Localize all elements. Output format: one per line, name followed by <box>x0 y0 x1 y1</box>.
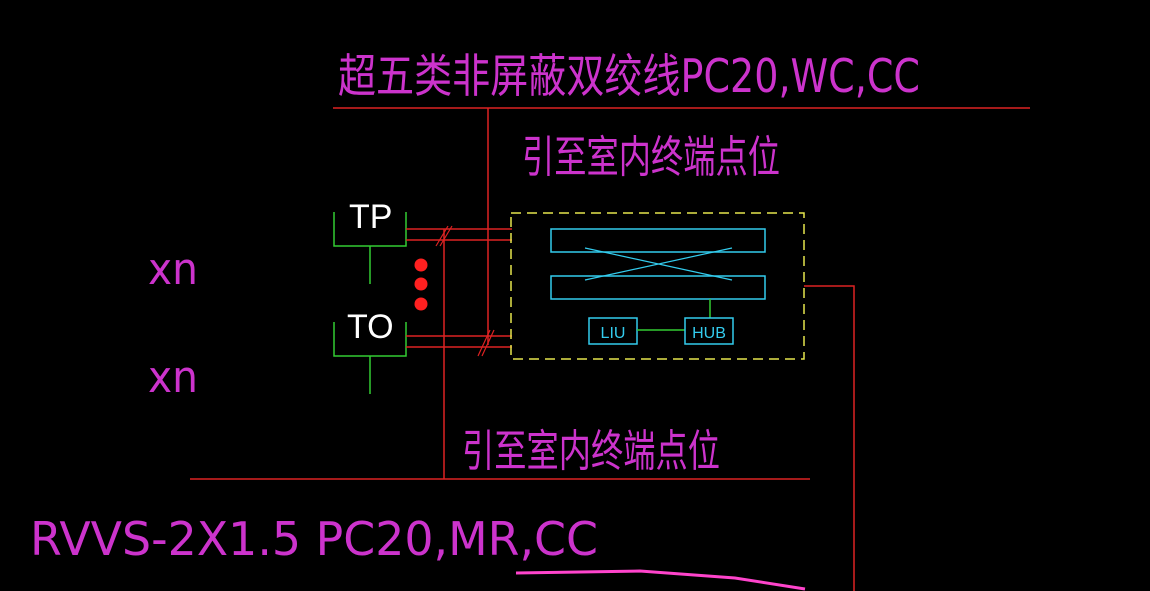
hub-box <box>684 317 734 345</box>
distribution-cabinet-outline <box>510 212 805 360</box>
cross-connect-line <box>584 247 733 281</box>
hub-label: HUB <box>692 325 726 342</box>
ellipsis-dot <box>414 277 428 291</box>
right-riser-wire <box>804 285 855 591</box>
tp-outlet-symbol: TP <box>333 198 407 284</box>
liu-box <box>588 317 638 345</box>
tp-outlet-label: TP <box>349 198 392 236</box>
tp-outlet-wires <box>406 225 512 247</box>
pink-trace-line <box>515 569 806 591</box>
to-outlet-symbol: TO <box>333 308 407 394</box>
xn-upper-label: xn <box>148 244 198 295</box>
terminal-point-upper-label: 引至室内终端点位 <box>522 132 780 183</box>
ellipsis-dot <box>414 258 428 272</box>
to-outlet-label: TO <box>347 308 394 346</box>
terminal-point-lower-label: 引至室内终端点位 <box>462 426 720 477</box>
xn-lower-label: xn <box>148 352 198 403</box>
liu-label: LIU <box>601 325 626 342</box>
ellipsis-dot <box>414 297 428 311</box>
cable-spec-bottom-label: RVVS-2X1.5 PC20,MR,CC <box>30 512 598 566</box>
patch-panel-upper <box>550 228 766 253</box>
patch-panel-lower <box>550 275 766 300</box>
to-outlet-wires <box>406 329 512 357</box>
cable-spec-top-label: 超五类非屏蔽双绞线PC20,WC,CC <box>338 49 920 103</box>
